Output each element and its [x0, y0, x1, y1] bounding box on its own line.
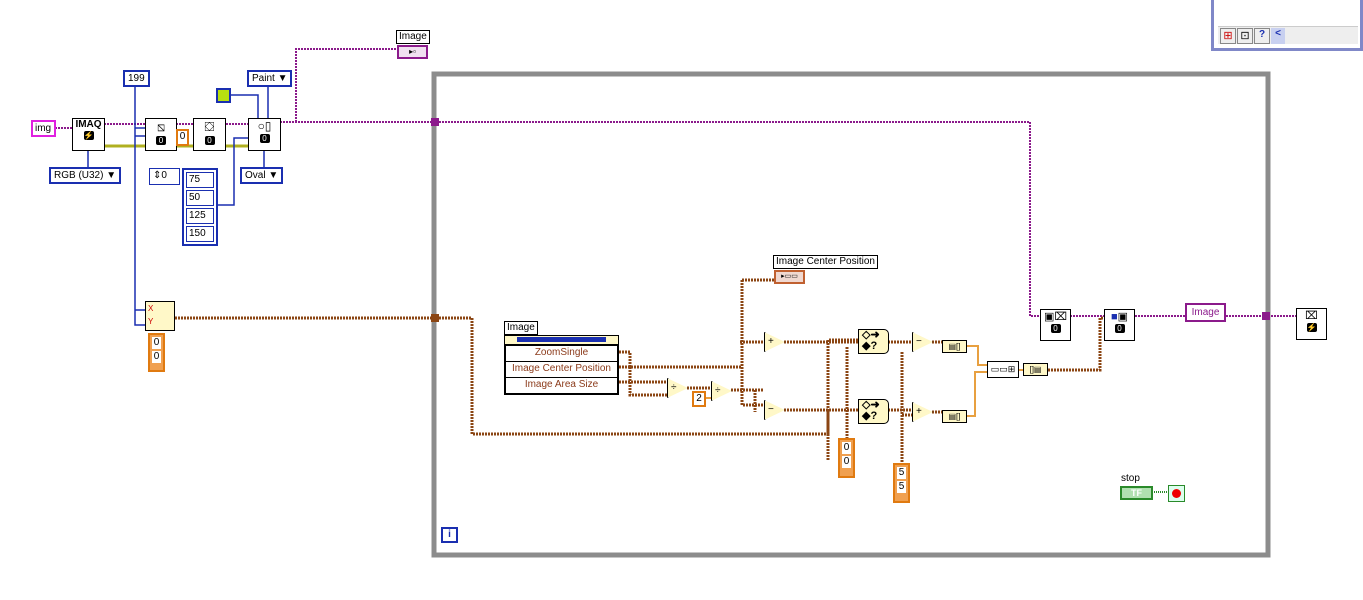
- loop-condition-stop-icon[interactable]: [1168, 485, 1185, 502]
- set-roi-node[interactable]: ■▣0: [1104, 309, 1135, 341]
- error-icon: ⚡: [1306, 323, 1317, 332]
- help-icon[interactable]: ?: [1254, 28, 1270, 44]
- block-label: 0: [1114, 324, 1125, 333]
- shape-ring[interactable]: Oval ▼: [240, 167, 284, 184]
- array-index-value: 0: [161, 170, 167, 181]
- imaq-create-node[interactable]: IMAQ⚡: [72, 118, 105, 151]
- dispose-overlay-node[interactable]: ▣⌧0: [1040, 309, 1071, 341]
- bundle-x-input: X: [148, 304, 154, 313]
- image-type-value: RGB (U32): [54, 170, 104, 181]
- min-x[interactable]: 0: [842, 442, 851, 454]
- image-indicator-label: Image: [396, 30, 430, 44]
- block-label: 0: [204, 136, 215, 145]
- image-type-ring[interactable]: RGB (U32) ▼: [49, 167, 122, 184]
- cluster-y[interactable]: 0: [152, 351, 161, 363]
- rectangle-array-constant[interactable]: 75 50 125 150: [182, 168, 218, 246]
- connector-pane-icon[interactable]: ⊞: [1220, 28, 1236, 44]
- block-label: 0: [156, 136, 166, 145]
- property-image-area-size[interactable]: Image Area Size: [505, 378, 618, 394]
- stop-terminal[interactable]: TF: [1120, 486, 1153, 500]
- fill-value-constant[interactable]: 0: [176, 129, 189, 146]
- min-y[interactable]: 0: [842, 456, 851, 468]
- cluster-to-array-node[interactable]: ▤[]: [942, 340, 967, 353]
- tunnel: [431, 118, 439, 126]
- block-label: 0: [259, 134, 270, 143]
- max-min-node[interactable]: ◇➜◆?: [858, 329, 889, 354]
- image-loop-terminal[interactable]: Image: [1185, 303, 1226, 322]
- image-name-constant[interactable]: img: [31, 120, 56, 137]
- cluster-to-array-node[interactable]: ▤[]: [942, 410, 967, 423]
- ref-wires: [87, 86, 269, 326]
- trash-icon: ⌧: [1305, 310, 1318, 322]
- front-panel-window: ⊞ ⊡ ? <: [1211, 0, 1363, 51]
- while-loop: [431, 71, 1271, 558]
- tunnel: [431, 314, 439, 322]
- image-center-position-terminal[interactable]: ▸▭▭: [774, 270, 805, 284]
- set-image-size-node[interactable]: ⧅0: [145, 118, 177, 151]
- fill-image-node[interactable]: ⛋0: [193, 118, 226, 151]
- dispose-image-node[interactable]: ⌧⚡: [1296, 308, 1327, 340]
- stop-label: stop: [1121, 473, 1140, 484]
- image-indicator-terminal[interactable]: ▸▫: [397, 45, 428, 59]
- lock-icon[interactable]: ⊡: [1237, 28, 1253, 44]
- image-wire: [55, 48, 1296, 317]
- cluster-x[interactable]: 0: [152, 337, 161, 349]
- property-zoomsingle[interactable]: ZoomSingle: [505, 345, 618, 362]
- array-element[interactable]: 125: [186, 208, 214, 224]
- resize-icon: ⧅: [156, 119, 166, 134]
- shape-value: Oval: [245, 170, 266, 181]
- property-node-label: Image: [504, 321, 538, 335]
- array-index-display[interactable]: ⇕0: [149, 168, 180, 185]
- bundle-y-input: Y: [148, 317, 154, 326]
- paint-mode-value: Paint: [252, 73, 275, 84]
- array-to-cluster-node[interactable]: []▤: [1023, 363, 1048, 376]
- max-min-node[interactable]: ◇➜◆?: [858, 399, 889, 424]
- array-element[interactable]: 50: [186, 190, 214, 206]
- scroll-left-icon[interactable]: <: [1271, 28, 1285, 44]
- cluster-wire: [175, 278, 1104, 463]
- color-constant[interactable]: [216, 88, 231, 103]
- array-wire: [705, 345, 1023, 417]
- size-constant[interactable]: 199: [123, 70, 150, 87]
- divisor-constant[interactable]: 2: [692, 391, 706, 407]
- array-element[interactable]: 75: [186, 172, 214, 188]
- roi-icon: ■▣: [1110, 311, 1129, 323]
- offset-x[interactable]: 5: [897, 467, 906, 479]
- property-image-center-position[interactable]: Image Center Position: [505, 362, 618, 378]
- block-label: 0: [1050, 324, 1061, 333]
- array-element[interactable]: 150: [186, 226, 214, 242]
- tunnel: [1262, 312, 1270, 320]
- paint-bucket-icon: ⛋: [204, 119, 215, 134]
- oval-shape-icon: ○▯: [257, 119, 272, 133]
- trash-icon: ▣⌧: [1043, 311, 1068, 323]
- error-icon: ⚡: [83, 131, 94, 140]
- image-property-node[interactable]: ZoomSingle Image Center Position Image A…: [504, 335, 619, 395]
- iteration-terminal: i: [441, 527, 458, 543]
- draw-shape-node[interactable]: ○▯0: [248, 118, 281, 151]
- image-center-position-label: Image Center Position: [773, 255, 878, 269]
- imaq-label: IMAQ: [75, 119, 102, 130]
- offset-y[interactable]: 5: [897, 481, 906, 493]
- paint-mode-ring[interactable]: Paint ▼: [247, 70, 293, 87]
- build-array-node[interactable]: ▭▭⊞: [987, 361, 1019, 378]
